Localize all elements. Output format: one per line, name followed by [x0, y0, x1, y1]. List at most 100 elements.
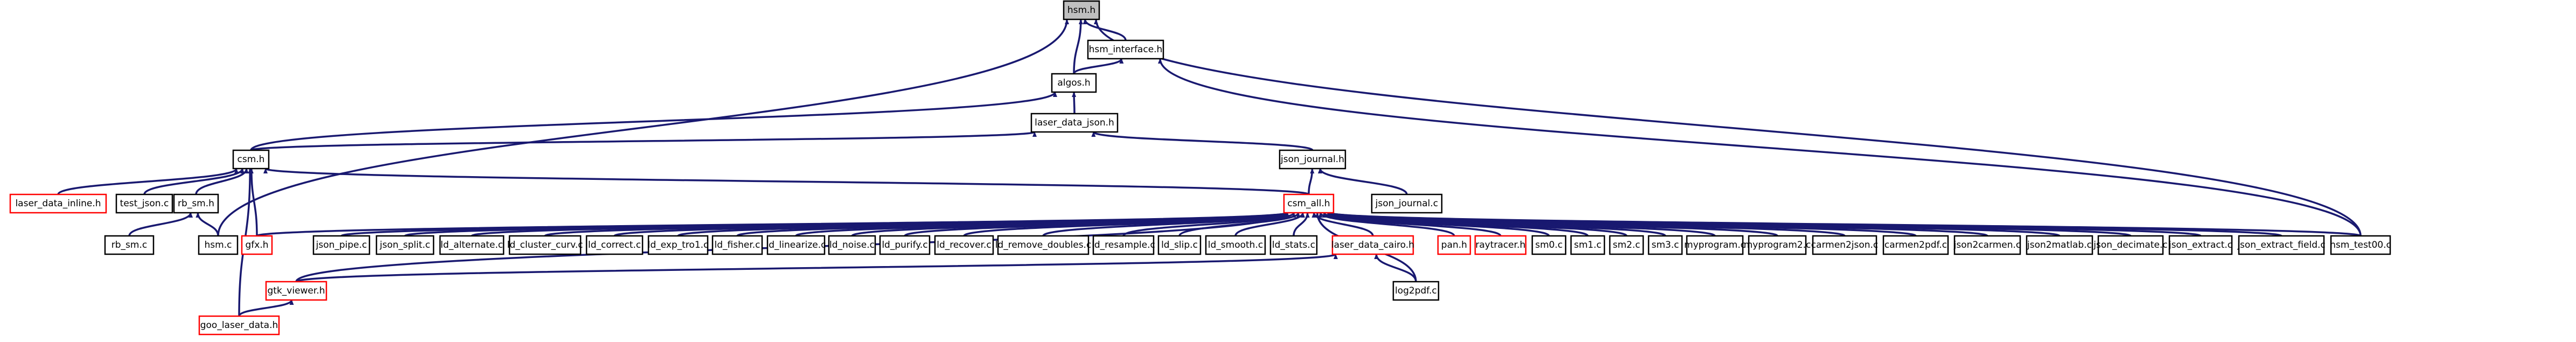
node-test-json-c[interactable]: test_json.c	[115, 193, 173, 214]
node-ld-stats-c[interactable]: ld_stats.c	[1269, 235, 1318, 255]
node-ld-slip-c[interactable]: ld_slip.c	[1157, 235, 1202, 255]
node-box[interactable]	[2238, 235, 2325, 255]
node-box[interactable]	[241, 235, 273, 255]
node-box[interactable]	[1882, 235, 1949, 255]
node-json-pipe-c[interactable]: json_pipe.c	[312, 235, 371, 255]
node-box[interactable]	[104, 235, 155, 255]
node-box[interactable]	[1647, 235, 1683, 255]
node-box[interactable]	[1953, 235, 2021, 255]
node-box[interactable]	[1686, 235, 1744, 255]
node-json2matlab-c[interactable]: json2matlab.c	[2026, 235, 2093, 255]
node-log2pdf-c[interactable]: log2pdf.c	[1392, 281, 1440, 301]
node-box[interactable]	[1051, 73, 1097, 93]
node-box[interactable]	[1474, 235, 1527, 255]
node-ld-smooth-c[interactable]: ld_smooth.c	[1205, 235, 1266, 255]
node-box[interactable]	[1812, 235, 1877, 255]
node-box[interactable]	[1092, 235, 1155, 255]
node-gfx-h[interactable]: gfx.h	[241, 235, 273, 255]
node-ld-resample-c[interactable]: ld_resample.c	[1092, 235, 1155, 255]
node-sm2-c[interactable]: sm2.c	[1609, 235, 1644, 255]
node-box[interactable]	[1087, 39, 1164, 60]
node-box[interactable]	[9, 193, 107, 214]
node-csm-h[interactable]: csm.h	[232, 149, 270, 170]
node-sm0-c[interactable]: sm0.c	[1531, 235, 1567, 255]
node-rb-sm-h[interactable]: rb_sm.h	[173, 193, 219, 214]
node-ld-exp-tro1-c[interactable]: ld_exp_tro1.c	[647, 235, 709, 255]
node-sm3-c[interactable]: sm3.c	[1647, 235, 1683, 255]
node-myprogram2-c[interactable]: myprogram2.c	[1744, 235, 1811, 255]
node-box[interactable]	[173, 193, 219, 214]
node-box[interactable]	[647, 235, 709, 255]
node-box[interactable]	[1279, 149, 1346, 170]
node-json-split-c[interactable]: json_split.c	[375, 235, 435, 255]
node-box[interactable]	[198, 235, 239, 255]
node-box[interactable]	[198, 315, 280, 336]
node-ld-correct-c[interactable]: ld_correct.c	[585, 235, 644, 255]
node-hsm-interface-h[interactable]: hsm_interface.h	[1087, 39, 1164, 60]
node-box[interactable]	[1531, 235, 1567, 255]
node-ld-purify-c[interactable]: ld_purify.c	[879, 235, 931, 255]
node-carmen2pdf-c[interactable]: carmen2pdf.c	[1882, 235, 1949, 255]
node-box[interactable]	[265, 281, 327, 301]
node-raytracer-h[interactable]: raytracer.h	[1474, 235, 1527, 255]
node-box[interactable]	[1030, 113, 1119, 133]
node-box[interactable]	[2330, 235, 2391, 255]
node-box[interactable]	[2168, 235, 2233, 255]
node-box[interactable]	[2026, 235, 2093, 255]
node-ld-fisher-c[interactable]: ld_fisher.c	[711, 235, 763, 255]
node-laser-data-json-h[interactable]: laser_data_json.h	[1030, 113, 1119, 133]
node-box[interactable]	[439, 235, 505, 255]
node-box[interactable]	[585, 235, 644, 255]
node-box[interactable]	[1283, 193, 1335, 214]
node-json-journal-h[interactable]: json_journal.h	[1279, 149, 1346, 170]
node-ld-cluster-curv-c[interactable]: ld_cluster_curv.c	[507, 235, 583, 255]
node-hsm-h[interactable]: hsm.h	[1063, 0, 1100, 20]
node-hsm-c[interactable]: hsm.c	[198, 235, 239, 255]
node-json-extract-field-c[interactable]: json_extract_field.c	[2237, 235, 2326, 255]
node-box[interactable]	[997, 235, 1090, 255]
node-box[interactable]	[1157, 235, 1202, 255]
node-box[interactable]	[1570, 235, 1605, 255]
node-box[interactable]	[2097, 235, 2164, 255]
node-box[interactable]	[1609, 235, 1644, 255]
node-json-extract-c[interactable]: json_extract.c	[2168, 235, 2233, 255]
node-goo-laser-data-h[interactable]: goo_laser_data.h	[198, 315, 280, 336]
node-ld-remove-doubles-c[interactable]: ld_remove_doubles.c	[995, 235, 1092, 255]
node-sm1-c[interactable]: sm1.c	[1570, 235, 1605, 255]
node-box[interactable]	[1269, 235, 1318, 255]
node-box[interactable]	[508, 235, 582, 255]
node-box[interactable]	[934, 235, 994, 255]
node-box[interactable]	[828, 235, 876, 255]
node-json2carmen-c[interactable]: json2carmen.c	[1953, 235, 2021, 255]
node-box[interactable]	[1437, 235, 1471, 255]
node-box[interactable]	[1063, 0, 1100, 20]
node-box[interactable]	[375, 235, 435, 255]
node-gtk-viewer-h[interactable]: gtk_viewer.h	[265, 281, 327, 301]
node-box[interactable]	[232, 149, 270, 170]
node-ld-alternate-c[interactable]: ld_alternate.c	[439, 235, 505, 255]
node-box[interactable]	[711, 235, 763, 255]
node-box[interactable]	[1392, 281, 1440, 301]
node-box[interactable]	[1205, 235, 1266, 255]
node-box[interactable]	[312, 235, 371, 255]
node-json-journal-c[interactable]: json_journal.c	[1371, 193, 1443, 214]
node-hsm-test00-c[interactable]: hsm_test00.c	[2330, 235, 2391, 255]
node-algos-h[interactable]: algos.h	[1051, 73, 1097, 93]
node-csm-all-h[interactable]: csm_all.h	[1283, 193, 1335, 214]
node-box[interactable]	[879, 235, 931, 255]
node-laser-data-cairo-h[interactable]: laser_data_cairo.h	[1331, 235, 1414, 255]
node-myprogram-c[interactable]: myprogram.c	[1684, 235, 1746, 255]
node-box[interactable]	[1331, 235, 1414, 255]
node-json-decimate-c[interactable]: json_decimate.c	[2093, 235, 2168, 255]
node-ld-recover-c[interactable]: ld_recover.c	[934, 235, 994, 255]
node-box[interactable]	[1748, 235, 1807, 255]
node-rb-sm-c[interactable]: rb_sm.c	[104, 235, 155, 255]
node-box[interactable]	[766, 235, 826, 255]
node-ld-noise-c[interactable]: ld_noise.c	[828, 235, 876, 255]
node-box[interactable]	[1371, 193, 1443, 214]
node-pan-h[interactable]: pan.h	[1437, 235, 1471, 255]
node-ld-linearize-c[interactable]: ld_linearize.c	[766, 235, 826, 255]
node-box[interactable]	[115, 193, 173, 214]
node-laser-data-inline-h[interactable]: laser_data_inline.h	[9, 193, 107, 214]
node-carmen2json-c[interactable]: carmen2json.c	[1811, 235, 1879, 255]
